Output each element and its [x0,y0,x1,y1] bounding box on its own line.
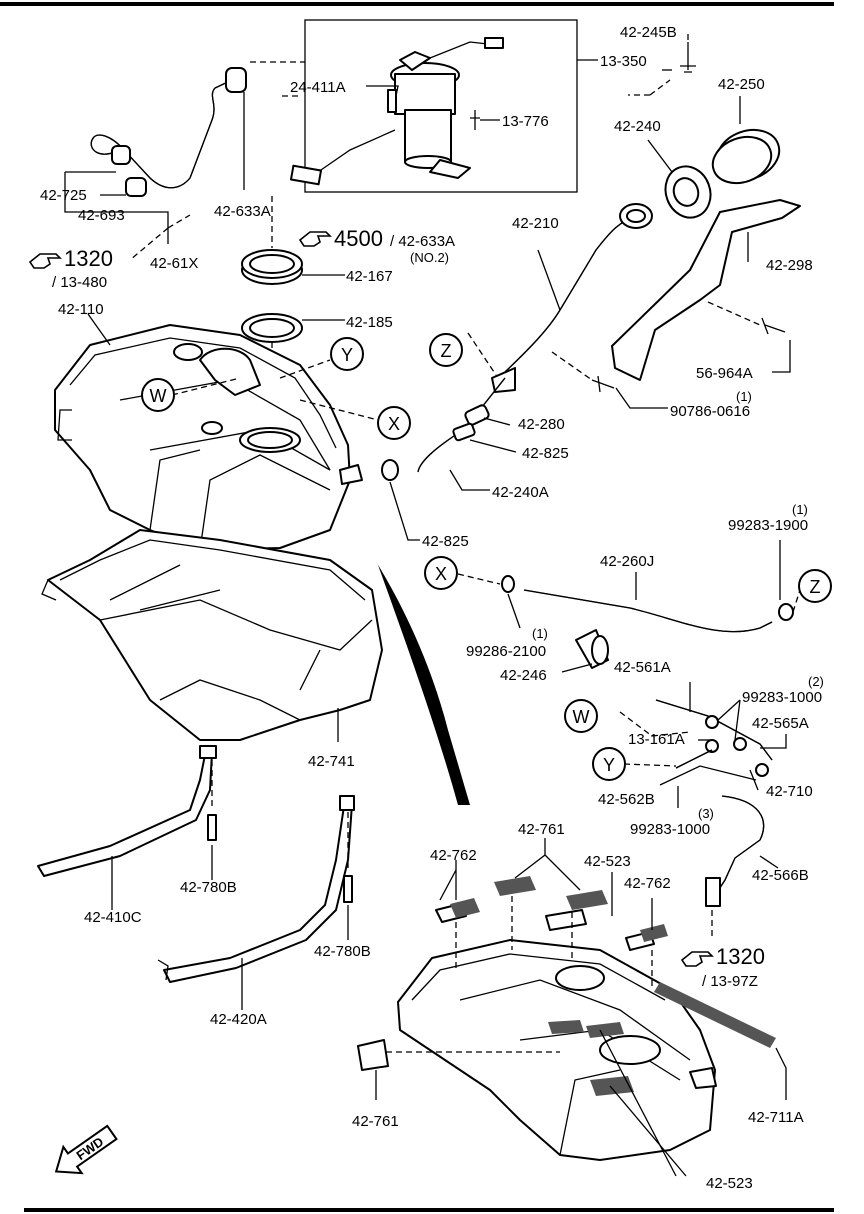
label-13-480: / 13-480 [52,274,107,291]
fuel-tank-lower-view [397,939,717,1161]
label-42-780b-b: 42-780B [314,943,371,960]
label-42-185: 42-185 [346,314,393,331]
label-90786-0616: 90786-0616 [670,403,750,420]
label-1320-b: 1320 [716,944,765,969]
tank-strap-42-420a [157,795,355,1010]
label-99283-1900: 99283-1900 [728,517,808,534]
marker-y-top: Y [330,337,364,371]
pointing-hand-icon [298,231,332,247]
marker-z-right: Z [798,569,832,603]
label-42-633a: 42-633A [214,203,271,220]
breather-pipe-42-260j [457,540,801,673]
marker-w-top: W [141,378,175,412]
label-42-410c: 42-410C [84,909,142,926]
label-42-710: 42-710 [766,783,813,800]
filler-hose-assembly [381,332,517,541]
label-13-161a: 13-161A [628,731,685,748]
label-42-711a: 42-711A [748,1109,804,1126]
marker-y-low: Y [592,747,626,781]
label-no2: (NO.2) [410,250,449,265]
label-42-245b: 42-245B [620,24,677,41]
label-42-780b-a: 42-780B [180,879,237,896]
pointing-hand-icon [28,253,62,269]
label-42-693: 42-693 [78,207,125,224]
insulator-pieces [357,838,787,1177]
label-qty-2: (2) [808,674,824,689]
vent-hose-group [619,682,787,940]
label-4500: 4500 [334,226,383,251]
large-direction-arrow [375,560,470,805]
label-42-523-a: 42-523 [584,853,631,870]
tank-strap-42-410c [37,745,217,910]
label-42-825-a: 42-825 [522,445,569,462]
label-99283-1000-a: 99283-1000 [742,689,822,706]
label-42-762-b: 42-762 [624,875,671,892]
label-42-260j: 42-260J [600,553,654,570]
label-42-761-b: 42-761 [352,1113,399,1130]
svg-text:W: W [150,386,167,406]
tank-guard-42-741 [41,529,383,742]
label-42-298: 42-298 [766,257,813,274]
filler-assembly [491,34,801,409]
marker-x-mid: X [424,556,458,590]
fwd-arrow-icon: FWD [54,1124,118,1175]
label-13-350: 13-350 [600,53,647,70]
label-99283-1000-b: 99283-1000 [630,821,710,838]
label-99286-2100: 99286-2100 [466,643,546,660]
label-42-246: 42-246 [500,667,547,684]
pointing-hand-icon [680,951,714,967]
label-42-725: 42-725 [40,187,87,204]
label-qty-1-b: (1) [792,502,808,517]
lock-ring-and-gasket [241,196,345,430]
label-42-210: 42-210 [512,215,559,232]
fuel-hose-42-61x [64,61,305,261]
label-1320-a: 1320 [64,246,113,271]
label-42-561a: 42-561A [614,659,671,676]
label-42-240a: 42-240A [492,484,549,501]
svg-text:Y: Y [341,345,353,365]
label-42-562b: 42-562B [598,791,655,808]
label-42-167: 42-167 [346,268,393,285]
label-42-762-a: 42-762 [430,847,477,864]
label-42-633a-ref: / 42-633A [390,233,455,250]
svg-text:Z: Z [441,341,452,361]
label-24-411a: 24-411A [290,79,346,96]
marker-z-left: Z [429,333,463,367]
marker-x-top: X [377,406,411,440]
label-42-565a: 42-565A [752,715,809,732]
svg-text:X: X [435,564,447,584]
label-42-240: 42-240 [614,118,661,135]
label-42-420a: 42-420A [210,1011,267,1028]
label-13-776: 13-776 [502,113,549,130]
label-qty-3: (3) [698,806,714,821]
fuel-tank-42-110 [54,313,363,551]
label-42-280: 42-280 [518,416,565,433]
svg-text:Z: Z [810,577,821,597]
label-42-523-b: 42-523 [706,1175,753,1192]
label-42-761-a: 42-761 [518,821,565,838]
label-42-566b: 42-566B [752,867,809,884]
svg-text:Y: Y [603,755,615,775]
svg-text:W: W [573,707,590,727]
label-56-964a: 56-964A [696,365,753,382]
svg-text:X: X [388,414,400,434]
fuel-pump-inset [280,19,598,193]
label-13-97z: / 13-97Z [702,973,758,990]
label-qty-1-a: (1) [736,389,752,404]
label-qty-1-c: (1) [532,626,548,641]
label-42-741: 42-741 [308,753,355,770]
label-42-825-b: 42-825 [422,533,469,550]
marker-w-low: W [564,699,598,733]
label-42-110: 42-110 [58,301,104,318]
label-42-250: 42-250 [718,76,765,93]
label-42-61x: 42-61X [150,255,198,272]
